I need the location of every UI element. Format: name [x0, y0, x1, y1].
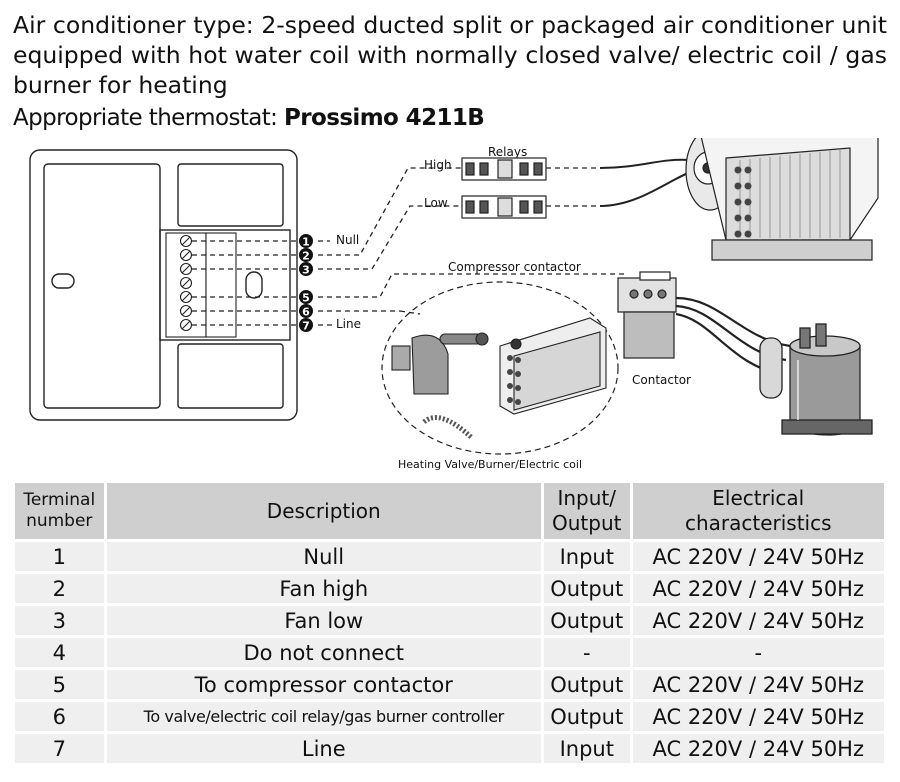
ac-type-description: Air conditioner type: 2-speed ducted spl…: [13, 11, 887, 99]
cell-electrical: AC 220V / 24V 50Hz: [632, 670, 884, 699]
null-label: Null: [336, 233, 359, 247]
wiring-diagram: 1 2 3 5 6 7 Null Line Relays High Low: [0, 138, 900, 478]
table-row: 2 Fan high Output AC 220V / 24V 50Hz: [15, 574, 884, 603]
table-row: 3 Fan low Output AC 220V / 24V 50Hz: [15, 606, 884, 635]
terminal-marker-6: 6: [302, 306, 310, 319]
cell-electrical: AC 220V / 24V 50Hz: [632, 606, 884, 635]
cell-description: Do not connect: [106, 638, 542, 667]
contactor-label: Contactor: [632, 373, 691, 387]
thermostat-label: Appropriate thermostat:: [13, 105, 285, 131]
cell-description: Null: [106, 542, 542, 571]
table-row: 6 To valve/electric coil relay/gas burne…: [15, 702, 884, 731]
compressor-contactor-label: Compressor contactor: [448, 260, 581, 274]
thermostat-line: Appropriate thermostat: Prossimo 4211B: [13, 104, 485, 132]
heating-label: Heating Valve/Burner/Electric coil: [398, 458, 582, 471]
cell-io: Input: [544, 734, 630, 763]
header-terminal-number: Terminal number: [15, 483, 104, 539]
table-header-row: Terminal number Description Input/ Outpu…: [15, 483, 884, 539]
cell-terminal: 3: [15, 606, 104, 635]
table-row: 7 Line Input AC 220V / 24V 50Hz: [15, 734, 884, 763]
cell-terminal: 1: [15, 542, 104, 571]
thermostat-model: Prossimo 4211B: [284, 105, 485, 131]
table-row: 5 To compressor contactor Output AC 220V…: [15, 670, 884, 699]
low-label: Low: [424, 196, 448, 210]
fan-coil-unit: [599, 138, 879, 261]
intro-text: Air conditioner type: 2-speed ducted spl…: [13, 10, 887, 100]
terminal-wires: [192, 167, 628, 326]
cell-io: Output: [544, 606, 630, 635]
terminal-marker-5: 5: [302, 292, 310, 305]
cell-description: To valve/electric coil relay/gas burner …: [106, 702, 542, 731]
cell-terminal: 4: [15, 638, 104, 667]
terminal-marker-7: 7: [302, 320, 310, 333]
cell-io: Output: [544, 574, 630, 603]
relays-label: Relays: [488, 145, 527, 159]
high-label: High: [424, 158, 452, 172]
cell-electrical: -: [632, 638, 884, 667]
header-description: Description: [106, 483, 542, 539]
wiring-diagram-svg: 1 2 3 5 6 7 Null Line Relays High Low: [29, 138, 879, 471]
cell-io: -: [544, 638, 630, 667]
cell-electrical: AC 220V / 24V 50Hz: [632, 542, 884, 571]
heating-devices: [381, 281, 619, 455]
cell-electrical: AC 220V / 24V 50Hz: [632, 574, 884, 603]
cell-description: To compressor contactor: [106, 670, 542, 699]
header-input-output: Input/ Output: [544, 483, 630, 539]
cell-electrical: AC 220V / 24V 50Hz: [632, 702, 884, 731]
cell-electrical: AC 220V / 24V 50Hz: [632, 734, 884, 763]
cell-description: Fan high: [106, 574, 542, 603]
cell-io: Output: [544, 670, 630, 699]
cell-terminal: 6: [15, 702, 104, 731]
terminal-marker-1: 1: [302, 236, 310, 249]
cell-io: Output: [544, 702, 630, 731]
cell-terminal: 5: [15, 670, 104, 699]
cell-terminal: 2: [15, 574, 104, 603]
line-label: Line: [336, 317, 361, 331]
relays: Relays High Low: [424, 145, 547, 219]
cell-terminal: 7: [15, 734, 104, 763]
compressor: [759, 323, 873, 436]
header-electrical-characteristics: Electrical characteristics: [632, 483, 884, 539]
cell-io: Input: [544, 542, 630, 571]
terminal-marker-3: 3: [302, 264, 310, 277]
terminal-marker-2: 2: [302, 250, 310, 263]
cell-description: Line: [106, 734, 542, 763]
cell-description: Fan low: [106, 606, 542, 635]
table-row: 4 Do not connect - -: [15, 638, 884, 667]
terminal-table: Terminal number Description Input/ Outpu…: [12, 480, 887, 766]
terminal-block: [165, 232, 237, 338]
thermostat-backplate: [29, 149, 298, 421]
table-row: 1 Null Input AC 220V / 24V 50Hz: [15, 542, 884, 571]
terminal-number-markers: 1 2 3 5 6 7: [299, 234, 313, 333]
